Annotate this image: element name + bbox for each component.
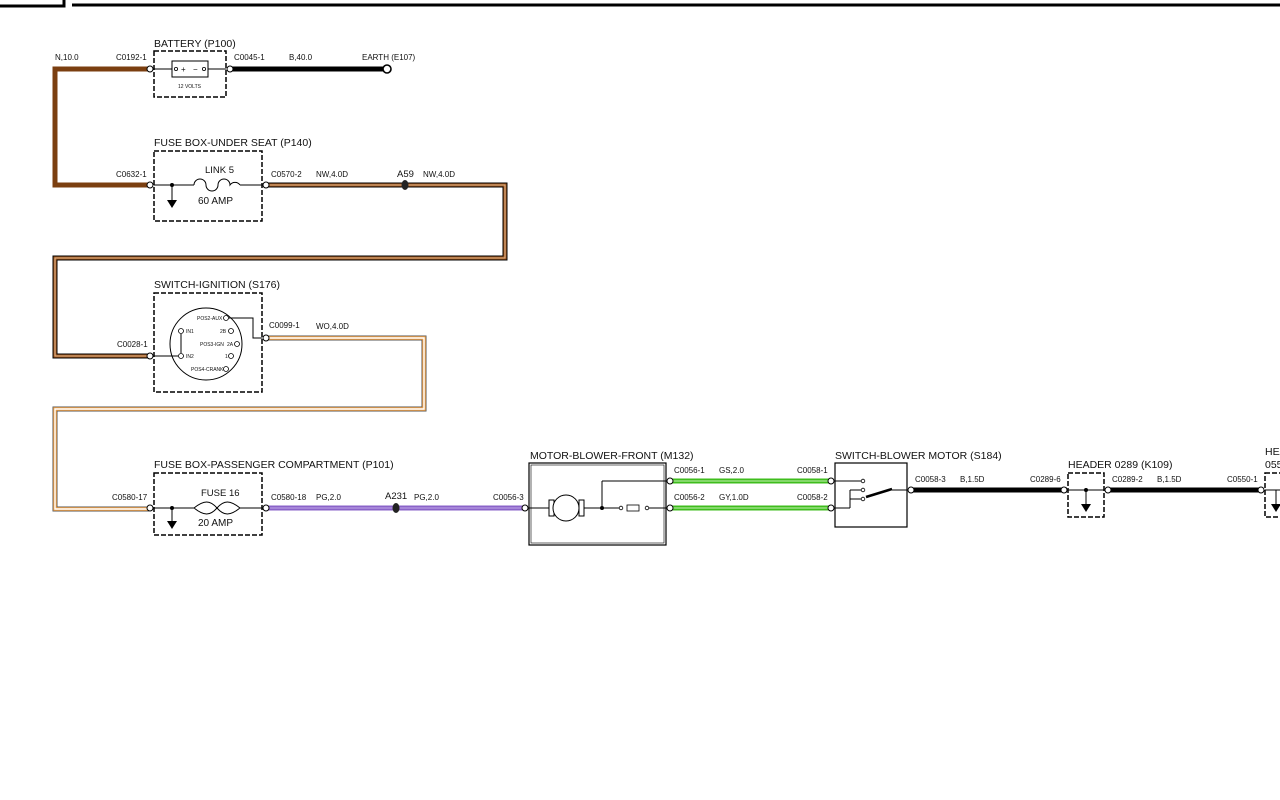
battery-minus: − (193, 65, 198, 74)
pin-c0570-2 (262, 181, 270, 189)
earth-terminal[interactable] (382, 64, 392, 74)
label-pg-2-b: PG,2.0 (414, 493, 439, 502)
label-wo-4d: WO,4.0D (316, 322, 349, 331)
label-gy-1d: GY,1.0D (719, 493, 749, 502)
label-c0028-1: C0028-1 (117, 340, 148, 349)
link-5-rating: 60 AMP (198, 196, 233, 207)
label-c0099-1: C0099-1 (269, 321, 300, 330)
pin-c0192-1 (146, 65, 154, 73)
pin-in2: IN2 (186, 354, 194, 360)
pin-pos4: POS4-CRANK (191, 367, 224, 373)
fuse-box-under-seat[interactable] (153, 150, 263, 222)
connector-pins (146, 65, 1265, 512)
switch-ignition[interactable] (153, 292, 263, 393)
pin-c0058-2 (827, 504, 835, 512)
label-c0056-1: C0056-1 (674, 466, 705, 475)
label-c0058-1: C0058-1 (797, 466, 828, 475)
battery-p100[interactable]: + − 12 VOLTS (153, 50, 227, 98)
pin-c0058-3 (907, 486, 915, 494)
pin-c0580-18 (262, 504, 270, 512)
label-c0058-2: C0058-2 (797, 493, 828, 502)
pin-c0289-6 (1060, 486, 1068, 494)
pin-pos3: POS3-IGN (200, 342, 224, 348)
page-frame (0, 0, 1280, 8)
label-c0570-2: C0570-2 (271, 170, 302, 179)
label-nw-4d-b: NW,4.0D (423, 170, 455, 179)
header-cut-line1: HEA (1265, 446, 1280, 458)
label-a59: A59 (397, 169, 414, 180)
label-c0192-1: C0192-1 (116, 53, 147, 62)
header-0550-partial[interactable] (1264, 472, 1280, 518)
splice-a231 (392, 503, 400, 513)
pin-c0580-17 (146, 504, 154, 512)
pin-2b: 2B (220, 329, 227, 335)
label-c0056-3: C0056-3 (493, 493, 524, 502)
pin-c0056-3 (521, 504, 529, 512)
fuse-16-rating: 20 AMP (198, 518, 233, 529)
label-c0580-18: C0580-18 (271, 493, 307, 502)
label-n-10: N,10.0 (55, 53, 79, 62)
ignition-title: SWITCH-IGNITION (S176) (154, 279, 280, 291)
pin-c0056-2 (666, 504, 674, 512)
label-gs-2: GS,2.0 (719, 466, 744, 475)
pin-c0056-1 (666, 477, 674, 485)
wire-nw-4d (52, 182, 508, 359)
label-earth: EARTH (E107) (362, 53, 416, 62)
switch-blower-motor[interactable] (834, 462, 908, 528)
link-5-label: LINK 5 (205, 165, 234, 176)
pin-1: 1 (225, 354, 228, 360)
battery-title: BATTERY (P100) (154, 38, 236, 50)
pin-c0028-1 (146, 352, 154, 360)
pin-in1: IN1 (186, 329, 194, 335)
pin-c0550-1 (1257, 486, 1265, 494)
pin-c0058-1 (827, 477, 835, 485)
label-c0632-1: C0632-1 (116, 170, 147, 179)
label-b-1-5d-a: B,1.5D (960, 475, 985, 484)
label-c0580-17: C0580-17 (112, 493, 148, 502)
pin-c0045-1 (226, 65, 234, 73)
battery-plus: + (181, 65, 186, 74)
label-c0289-6: C0289-6 (1030, 475, 1061, 484)
label-c0056-2: C0056-2 (674, 493, 705, 502)
pin-pos2: POS2-AUX (197, 316, 223, 322)
fuse-box-passenger[interactable] (153, 472, 263, 536)
label-a231: A231 (385, 491, 407, 502)
label-c0289-2: C0289-2 (1112, 475, 1143, 484)
label-pg-2-a: PG,2.0 (316, 493, 341, 502)
wire-n-10 (52, 66, 149, 188)
battery-volts: 12 VOLTS (178, 84, 202, 90)
label-nw-4d-a: NW,4.0D (316, 170, 348, 179)
header-title: HEADER 0289 (K109) (1068, 459, 1172, 471)
label-b-1-5d-b: B,1.5D (1157, 475, 1182, 484)
header-0289[interactable] (1067, 472, 1105, 518)
label-c0550-1: C0550-1 (1227, 475, 1258, 484)
passenger-fuse-title: FUSE BOX-PASSENGER COMPARTMENT (P101) (154, 459, 394, 471)
splice-a59 (401, 180, 409, 190)
header-cut-line2: 055 (1265, 459, 1280, 471)
motor-blower-front[interactable] (528, 462, 667, 546)
label-c0045-1: C0045-1 (234, 53, 265, 62)
pin-c0632-1 (146, 181, 154, 189)
motor-title: MOTOR-BLOWER-FRONT (M132) (530, 450, 694, 462)
label-b-40: B,40.0 (289, 53, 313, 62)
fuse-16-label: FUSE 16 (201, 488, 240, 499)
pin-c0289-2 (1104, 486, 1112, 494)
pin-c0099-1 (262, 334, 270, 342)
label-c0058-3: C0058-3 (915, 475, 946, 484)
under-seat-title: FUSE BOX-UNDER SEAT (P140) (154, 137, 312, 149)
blower-switch-title: SWITCH-BLOWER MOTOR (S184) (835, 450, 1002, 462)
pin-2a: 2A (227, 342, 234, 348)
